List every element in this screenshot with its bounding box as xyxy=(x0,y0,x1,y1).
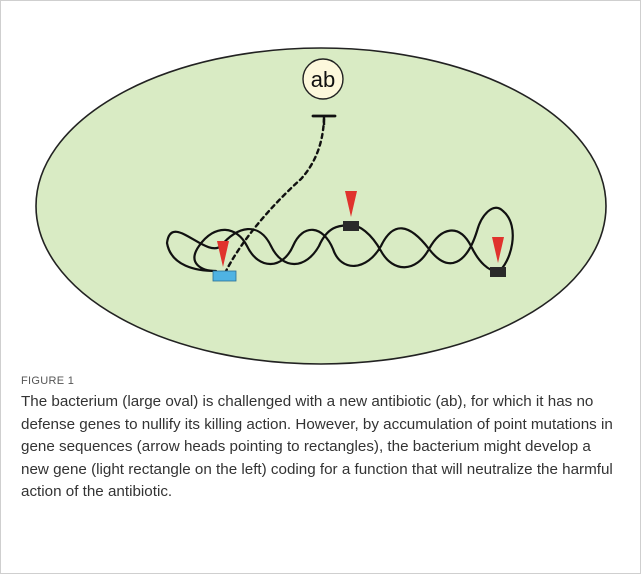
bacterium-oval xyxy=(35,47,607,365)
figure-caption: The bacterium (large oval) is challenged… xyxy=(21,393,613,500)
bacterium-diagram: ab xyxy=(35,47,607,365)
gene-rectangle xyxy=(490,267,506,277)
mutation-arrowhead-icon xyxy=(492,237,504,263)
antibiotic-circle xyxy=(302,58,344,100)
new-gene-rectangle xyxy=(212,270,237,282)
antibiotic-label: ab xyxy=(311,67,335,92)
mutation-arrowhead-icon xyxy=(345,191,357,217)
mutation-arrowhead-icon xyxy=(217,241,229,267)
interaction-dashed-line xyxy=(223,117,326,275)
gene-rectangle xyxy=(343,221,359,231)
figure-label: FIGURE 1 xyxy=(21,375,75,387)
